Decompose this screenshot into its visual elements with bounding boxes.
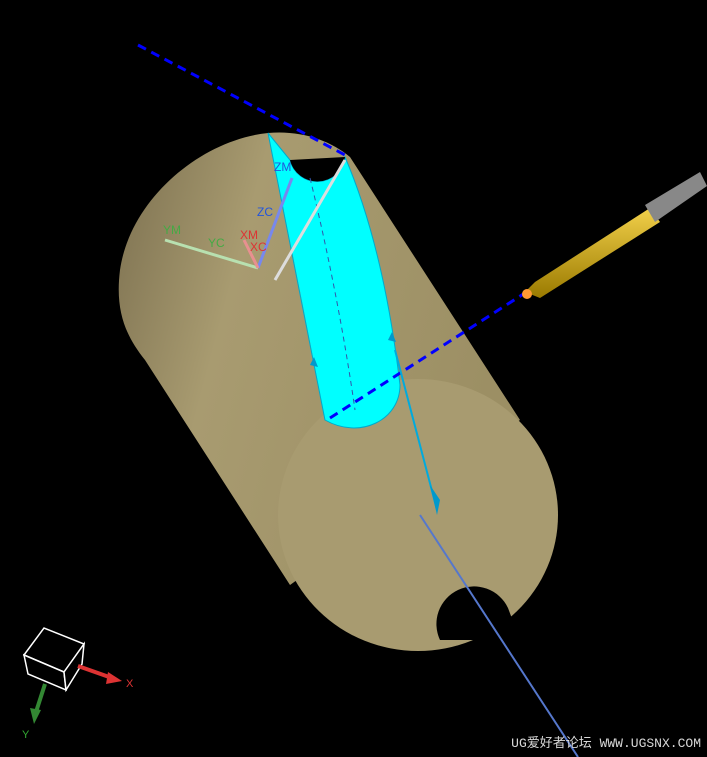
cylinder-front-face: [278, 379, 558, 651]
yc-label: YC: [208, 236, 225, 250]
slot-arrow-icon: [310, 357, 318, 367]
slot-arrow-icon: [388, 332, 396, 342]
slot-top-opening: [290, 157, 345, 182]
axis-line: [419, 514, 579, 757]
x-axis-label: X: [126, 678, 134, 690]
direction-vector: [394, 349, 438, 511]
y-axis-label: Y: [22, 729, 30, 741]
ym-label: YM: [163, 223, 181, 237]
zm-label: ZM: [274, 160, 291, 174]
dashed-tool-axis-top: [137, 43, 346, 157]
xc-label: XC: [250, 240, 267, 254]
watermark: UG爱好者论坛 WWW.UGSNX.COM: [511, 736, 701, 751]
xm-label: XM: [240, 228, 258, 242]
dashed-tool-axis: [329, 291, 526, 420]
direction-arrow-icon: [430, 485, 440, 515]
front-face-notch: [436, 586, 520, 640]
wcs-triad[interactable]: ZM ZC YM YC XM XC: [163, 159, 347, 281]
zc-label: ZC: [257, 205, 273, 219]
tool-pen-icon: [522, 172, 707, 299]
view-triad[interactable]: X Y: [22, 627, 134, 741]
